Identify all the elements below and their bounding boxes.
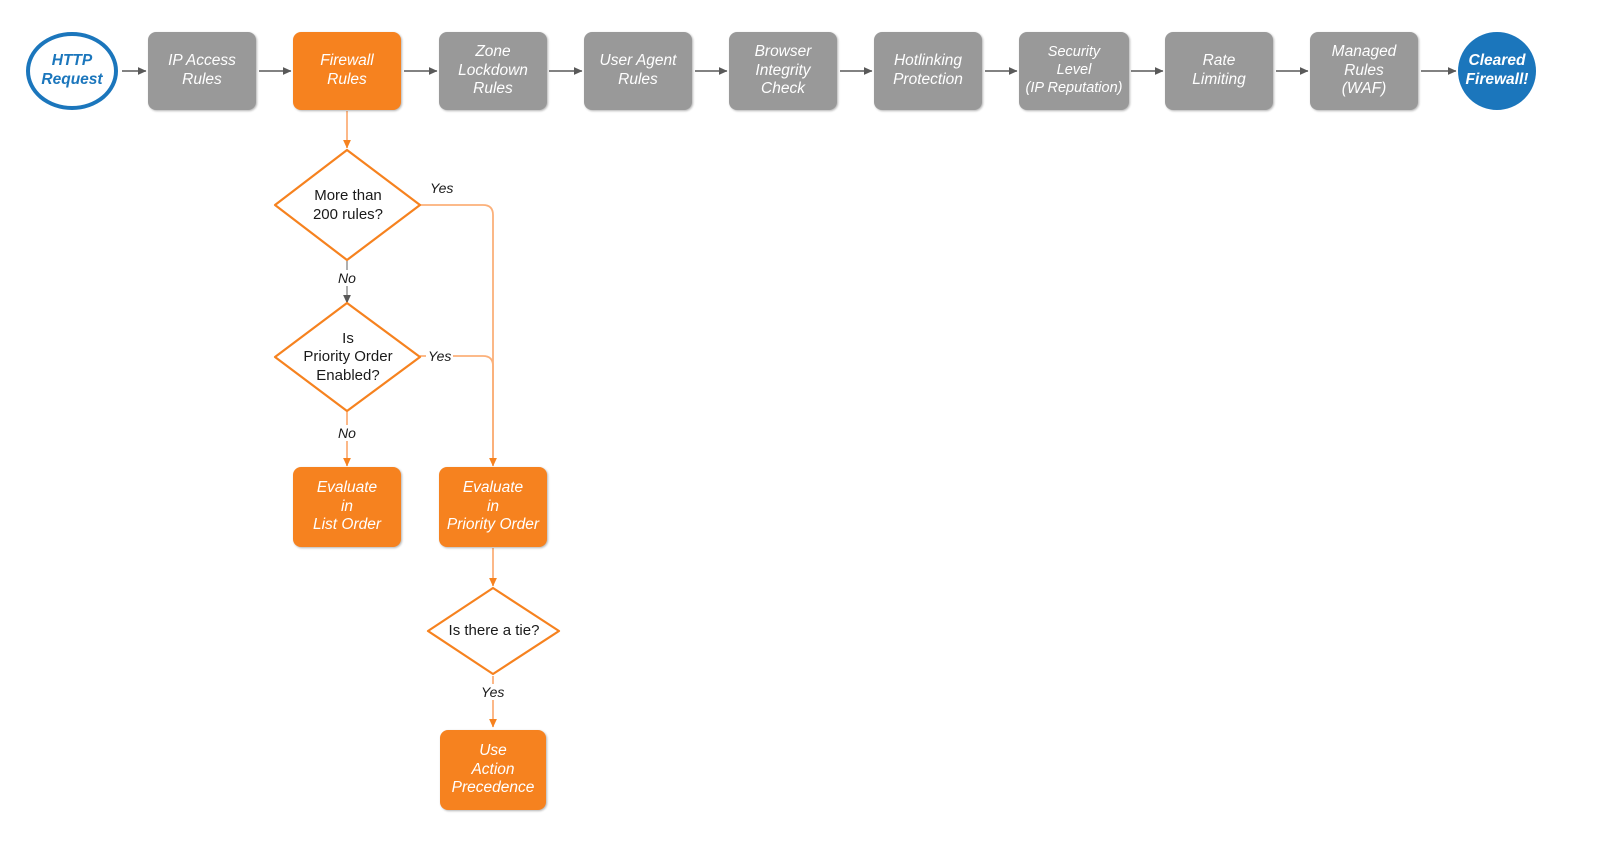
node-zone-lockdown-rules[interactable]: Zone Lockdown Rules (439, 32, 547, 110)
node-browser-integrity-check-label: Browser Integrity Check (754, 42, 812, 98)
decision-is-there-a-tie-label: Is there a tie? (448, 622, 540, 640)
node-managed-rules-waf[interactable]: Managed Rules (WAF) (1310, 32, 1418, 110)
node-cleared-firewall-label: Cleared Firewall! (1465, 52, 1529, 88)
node-evaluate-in-list-order-label: Evaluate in List Order (312, 478, 382, 534)
decision-priority-order-enabled[interactable]: Is Priority Order Enabled? (275, 303, 421, 412)
node-security-level-label: Security Level (IP Reputation) (1025, 44, 1123, 96)
edge-label-decision1-yes: Yes (428, 180, 456, 196)
node-firewall-rules[interactable]: Firewall Rules (293, 32, 401, 110)
node-rate-limiting[interactable]: Rate Limiting (1165, 32, 1273, 110)
node-cleared-firewall[interactable]: Cleared Firewall! (1458, 32, 1536, 110)
edge-label-decision2-no: No (336, 425, 358, 441)
node-http-request-label: HTTP Request (41, 52, 103, 88)
decision-is-there-a-tie[interactable]: Is there a tie? (428, 588, 560, 675)
edge-label-decision2-yes: Yes (426, 348, 454, 364)
node-hotlinking-protection[interactable]: Hotlinking Protection (874, 32, 982, 110)
decision-more-than-200-rules-label: More than 200 rules? (312, 187, 384, 223)
edge-decision1-yes (420, 204, 494, 462)
node-ip-access-rules[interactable]: IP Access Rules (148, 32, 256, 110)
node-ip-access-rules-label: IP Access Rules (168, 52, 236, 88)
node-managed-rules-waf-label: Managed Rules (WAF) (1331, 42, 1397, 98)
node-evaluate-in-priority-order[interactable]: Evaluate in Priority Order (439, 467, 547, 547)
node-evaluate-in-list-order[interactable]: Evaluate in List Order (293, 467, 401, 547)
node-user-agent-rules-label: User Agent Rules (599, 52, 677, 88)
node-use-action-precedence[interactable]: Use Action Precedence (440, 730, 546, 810)
edge-label-tie-yes: Yes (479, 684, 507, 700)
node-hotlinking-protection-label: Hotlinking Protection (893, 52, 963, 88)
node-rate-limiting-label: Rate Limiting (1192, 52, 1246, 88)
node-firewall-rules-label: Firewall Rules (320, 52, 374, 88)
decision-more-than-200-rules[interactable]: More than 200 rules? (275, 150, 421, 261)
node-security-level[interactable]: Security Level (IP Reputation) (1019, 32, 1129, 110)
edge-label-decision1-no: No (336, 270, 358, 286)
node-user-agent-rules[interactable]: User Agent Rules (584, 32, 692, 110)
decision-priority-order-enabled-label: Is Priority Order Enabled? (303, 330, 393, 384)
node-http-request[interactable]: HTTP Request (26, 32, 118, 110)
edge-decision2-yes (420, 355, 494, 462)
node-evaluate-in-priority-order-label: Evaluate in Priority Order (446, 478, 540, 534)
node-use-action-precedence-label: Use Action Precedence (451, 741, 535, 797)
node-zone-lockdown-rules-label: Zone Lockdown Rules (458, 42, 528, 98)
node-browser-integrity-check[interactable]: Browser Integrity Check (729, 32, 837, 110)
